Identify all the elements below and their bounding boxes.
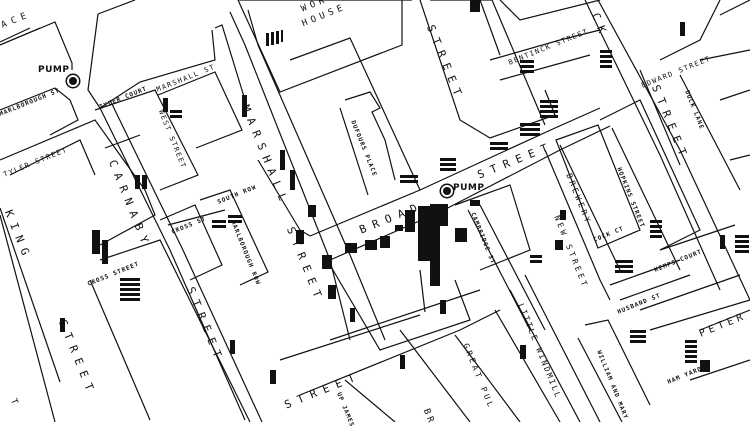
pump-marker-broad-street (441, 185, 453, 197)
brewery-building (555, 124, 641, 249)
pump-marker-marlborough (67, 75, 79, 87)
pump-label-marlborough: PUMP (38, 65, 70, 75)
pump-label-broad-street: PUMP (453, 183, 485, 193)
